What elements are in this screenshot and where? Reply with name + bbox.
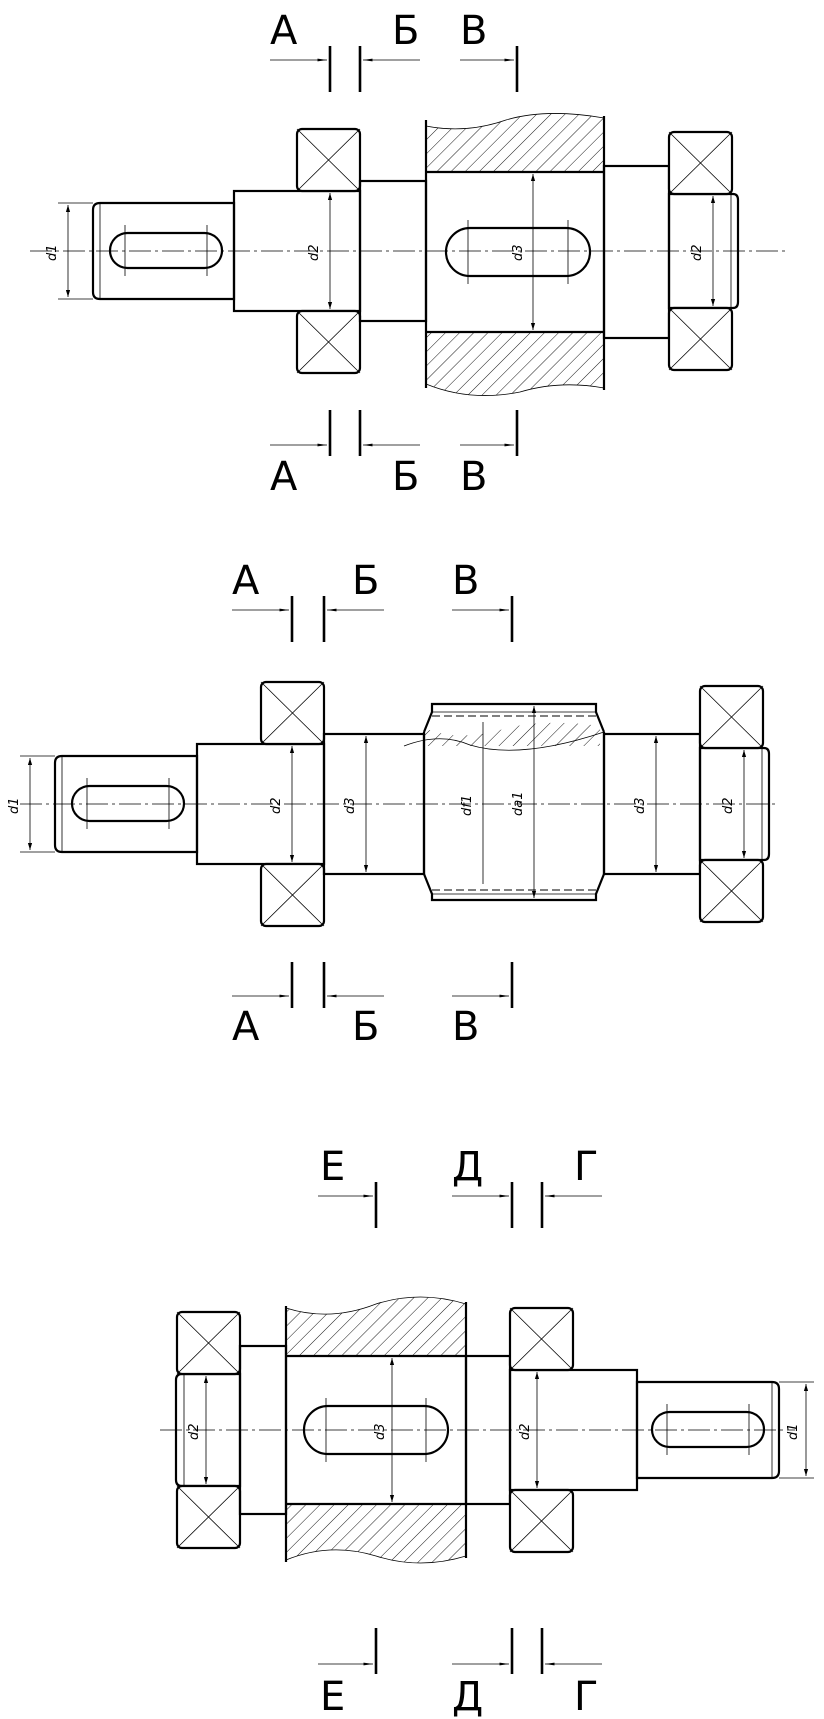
dim-label-d1: d1 bbox=[45, 244, 60, 261]
dim-label-d2-left: d2 bbox=[187, 1423, 202, 1440]
shaft-figure-2: d1 d2 d3 df1 da1 d3 d2 А Б В А Б В bbox=[7, 558, 778, 1050]
section-label-b: Б bbox=[352, 558, 379, 604]
section-markers-top: А Б В bbox=[232, 558, 514, 642]
section-markers-top: Е Д Г bbox=[318, 1144, 602, 1228]
dim-label-d1: d1 bbox=[7, 797, 22, 814]
dim-label-df1: df1 bbox=[460, 795, 475, 816]
section-label-e-bottom: Е bbox=[320, 1674, 345, 1719]
hub-keyway-slot bbox=[302, 1404, 450, 1456]
dim-label-d2: d2 bbox=[269, 797, 284, 814]
section-label-d-bottom: Д bbox=[452, 1674, 483, 1719]
section-label-g-bottom: Г bbox=[574, 1674, 598, 1719]
section-label-a-bottom: А bbox=[270, 454, 298, 500]
section-label-v-bottom: В bbox=[452, 1004, 479, 1050]
dim-label-d3: d3 bbox=[343, 797, 358, 814]
dim-label-d3: d3 bbox=[373, 1423, 388, 1440]
keyway-slot bbox=[70, 784, 186, 823]
dim-label-d2-right: d2 bbox=[721, 797, 736, 814]
bearing-right bbox=[508, 1306, 575, 1554]
shaft-step-d2-right bbox=[667, 192, 740, 310]
dim-label-d3-right: d3 bbox=[633, 797, 648, 814]
section-label-e: Е bbox=[320, 1144, 345, 1190]
section-markers-bottom: Е Д Г bbox=[318, 1628, 602, 1719]
bearing-left bbox=[175, 1310, 242, 1550]
dim-label-d3: d3 bbox=[511, 244, 526, 261]
keyway-slot bbox=[650, 1410, 766, 1449]
section-label-b-bottom: Б bbox=[392, 454, 419, 500]
shaft-step-collar-right bbox=[602, 164, 671, 340]
bearing-right bbox=[667, 130, 734, 372]
section-label-v-bottom: В bbox=[460, 454, 487, 500]
dim-label-da1: da1 bbox=[511, 792, 526, 817]
section-markers-top: А Б В bbox=[270, 8, 519, 92]
bearing-right bbox=[698, 684, 765, 924]
dim-label-d2-right: d2 bbox=[690, 244, 705, 261]
section-markers-bottom: А Б В bbox=[270, 410, 519, 500]
bearing-left bbox=[295, 127, 362, 375]
hub-keyway-slot bbox=[444, 226, 592, 278]
shaft-step-d1 bbox=[635, 1380, 781, 1480]
pinion-gear bbox=[403, 702, 606, 902]
section-label-d: Д bbox=[452, 1144, 483, 1190]
section-label-v: В bbox=[452, 558, 479, 604]
keyway-slot bbox=[108, 231, 224, 270]
section-markers-bottom: А Б В bbox=[232, 962, 514, 1050]
section-label-b: Б bbox=[392, 8, 419, 54]
section-label-b-bottom: Б bbox=[352, 1004, 379, 1050]
section-label-a: А bbox=[232, 558, 260, 604]
dim-label-d2: d2 bbox=[307, 244, 322, 261]
section-label-a: А bbox=[270, 8, 298, 54]
shaft-step-d2-right bbox=[698, 746, 771, 862]
bearing-left bbox=[259, 680, 326, 928]
section-label-v: В bbox=[460, 8, 487, 54]
dim-label-d2: d2 bbox=[518, 1423, 533, 1440]
hub-section bbox=[284, 1296, 468, 1564]
section-label-a-bottom: А bbox=[232, 1004, 260, 1050]
shaft-figure-3: d2 d3 d2 d1 Е Д Г Е Д Г bbox=[160, 1144, 814, 1719]
hub-section bbox=[424, 113, 606, 396]
dim-label-d1: d1 bbox=[786, 1423, 801, 1440]
section-label-g: Г bbox=[574, 1144, 598, 1190]
shaft-figure-1: d1 d2 d3 d2 А Б В А Б В bbox=[30, 8, 785, 500]
